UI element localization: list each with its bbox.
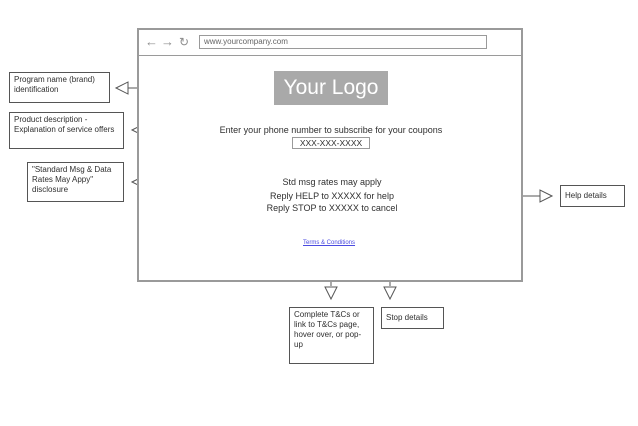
browser-toolbar: ← → ↻ www.yourcompany.com — [139, 30, 521, 56]
program-name-label: Program name (brand) identification — [9, 72, 110, 103]
rates-text: Std msg rates may apply — [282, 177, 382, 187]
help-details-label: Help details — [560, 185, 625, 207]
stop-details-label: Stop details — [381, 307, 444, 329]
help-details-arrowhead — [539, 189, 554, 203]
subscribe-text: Enter your phone number to subscribe for… — [219, 125, 443, 135]
program-name-arrowhead — [114, 81, 129, 95]
phone-input[interactable]: XXX-XXX-XXXX — [292, 137, 370, 149]
help-text: Reply HELP to XXXXX for help — [270, 191, 394, 201]
stop-arrowhead — [383, 286, 397, 301]
reload-icon[interactable]: ↻ — [179, 35, 190, 49]
logo-placeholder: Your Logo — [274, 71, 388, 105]
browser-window: ← → ↻ www.yourcompany.com — [137, 28, 523, 282]
tcs-details-label: Complete T&Cs or link to T&Cs page, hove… — [289, 307, 374, 364]
standard-msg-label: "Standard Msg & Data Rates May Appy" dis… — [27, 162, 124, 202]
terms-link[interactable]: Terms & Conditions — [303, 240, 356, 246]
product-description-label: Product description - Explanation of ser… — [9, 112, 124, 149]
tcs-arrowhead — [324, 286, 338, 301]
arrow-left-icon[interactable]: ← — [145, 34, 158, 49]
arrow-right-icon[interactable]: → — [161, 34, 174, 49]
url-bar[interactable]: www.yourcompany.com — [199, 35, 487, 49]
stop-text: Reply STOP to XXXXX to cancel — [266, 203, 398, 213]
